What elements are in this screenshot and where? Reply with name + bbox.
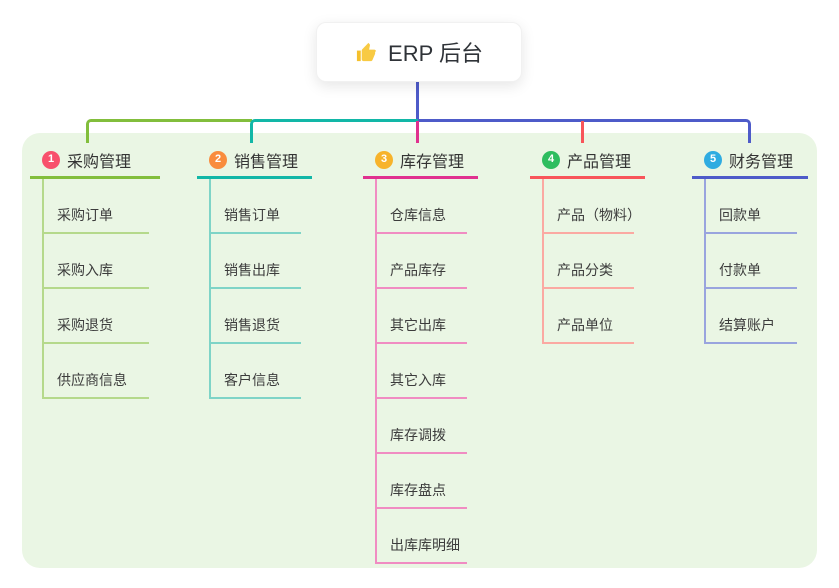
child-node[interactable]: 付款单	[706, 234, 797, 289]
branch-number-badge: 4	[542, 150, 560, 169]
branch-title-label: 财务管理	[729, 153, 794, 171]
child-label: 其它入库	[390, 372, 446, 388]
connector-drop-product	[581, 121, 584, 143]
branch-title-label: 销售管理	[234, 153, 299, 171]
child-label: 其它出库	[390, 317, 446, 333]
child-node[interactable]: 供应商信息	[44, 344, 149, 399]
child-node[interactable]: 库存盘点	[377, 454, 467, 509]
child-node[interactable]: 回款单	[706, 179, 797, 234]
child-node[interactable]: 产品库存	[377, 234, 467, 289]
child-node[interactable]: 采购退货	[44, 289, 149, 344]
child-label: 产品单位	[557, 317, 613, 333]
branch-title[interactable]: 5 财务管理	[692, 143, 808, 179]
child-node[interactable]: 产品（物料）	[544, 179, 641, 234]
child-label: 产品库存	[390, 262, 446, 278]
child-label: 出库库明细	[390, 537, 460, 553]
child-node[interactable]: 其它入库	[377, 344, 467, 399]
child-node[interactable]: 销售订单	[211, 179, 301, 234]
child-node[interactable]: 销售退货	[211, 289, 301, 344]
child-node[interactable]: 出库库明细	[377, 509, 467, 564]
branch-1: 1 采购管理 采购订单采购入库采购退货供应商信息	[30, 143, 160, 399]
root-label: ERP 后台	[388, 41, 483, 66]
child-label: 销售出库	[224, 262, 280, 278]
child-label: 产品分类	[557, 262, 613, 278]
branch-title[interactable]: 3 库存管理	[363, 143, 478, 179]
child-node[interactable]: 客户信息	[211, 344, 301, 399]
child-node[interactable]: 库存调拨	[377, 399, 467, 454]
child-label: 销售退货	[224, 317, 280, 333]
child-node[interactable]: 结算账户	[706, 289, 797, 344]
child-label: 销售订单	[224, 207, 280, 223]
child-node[interactable]: 产品分类	[544, 234, 634, 289]
child-node[interactable]: 采购订单	[44, 179, 149, 234]
thumbs-up-icon	[355, 41, 378, 64]
child-label: 仓库信息	[390, 207, 446, 223]
branch-number-badge: 3	[375, 150, 393, 169]
branch-number-badge: 1	[42, 150, 60, 169]
branch-children: 销售订单销售出库销售退货客户信息	[209, 179, 301, 399]
map-background	[22, 133, 817, 568]
branch-title-label: 产品管理	[567, 153, 632, 171]
branch-title[interactable]: 4 产品管理	[530, 143, 645, 179]
branch-5: 5 财务管理 回款单付款单结算账户	[692, 143, 808, 344]
child-label: 采购退货	[57, 317, 113, 333]
branch-children: 采购订单采购入库采购退货供应商信息	[42, 179, 149, 399]
branch-number-badge: 5	[704, 150, 722, 169]
connector-bus-purchase	[86, 119, 252, 143]
child-label: 库存盘点	[390, 482, 446, 498]
branch-number-badge: 2	[209, 150, 227, 169]
branch-title[interactable]: 1 采购管理	[30, 143, 160, 179]
connector-drop-inventory	[416, 121, 419, 143]
child-label: 结算账户	[719, 317, 775, 333]
child-label: 采购入库	[57, 262, 113, 278]
child-node[interactable]: 仓库信息	[377, 179, 467, 234]
connector-bus-finance	[418, 119, 751, 143]
root-node[interactable]: ERP 后台	[316, 22, 522, 82]
child-label: 产品（物料）	[557, 207, 641, 223]
child-label: 采购订单	[57, 207, 113, 223]
branch-children: 产品（物料） 产品分类产品单位	[542, 179, 641, 344]
child-label: 供应商信息	[57, 372, 127, 388]
child-label: 付款单	[719, 262, 761, 278]
child-node[interactable]: 产品单位	[544, 289, 634, 344]
branch-children: 回款单付款单结算账户	[704, 179, 797, 344]
child-label: 回款单	[719, 207, 761, 223]
child-label: 客户信息	[224, 372, 280, 388]
child-node[interactable]: 采购入库	[44, 234, 149, 289]
branch-2: 2 销售管理 销售订单销售出库销售退货客户信息	[197, 143, 312, 399]
branch-title-label: 采购管理	[67, 153, 132, 171]
child-label: 库存调拨	[390, 427, 446, 443]
connector-bus-sales	[250, 119, 418, 143]
branch-4: 4 产品管理 产品（物料） 产品分类产品单位	[530, 143, 645, 344]
child-node[interactable]: 其它出库	[377, 289, 467, 344]
branch-title[interactable]: 2 销售管理	[197, 143, 312, 179]
branch-title-label: 库存管理	[400, 153, 465, 171]
child-node[interactable]: 销售出库	[211, 234, 301, 289]
connector-root-line	[416, 82, 419, 120]
branch-children: 仓库信息产品库存其它出库其它入库库存调拨库存盘点出库库明细	[375, 179, 467, 564]
branch-3: 3 库存管理 仓库信息产品库存其它出库其它入库库存调拨库存盘点出库库明细	[363, 143, 478, 564]
